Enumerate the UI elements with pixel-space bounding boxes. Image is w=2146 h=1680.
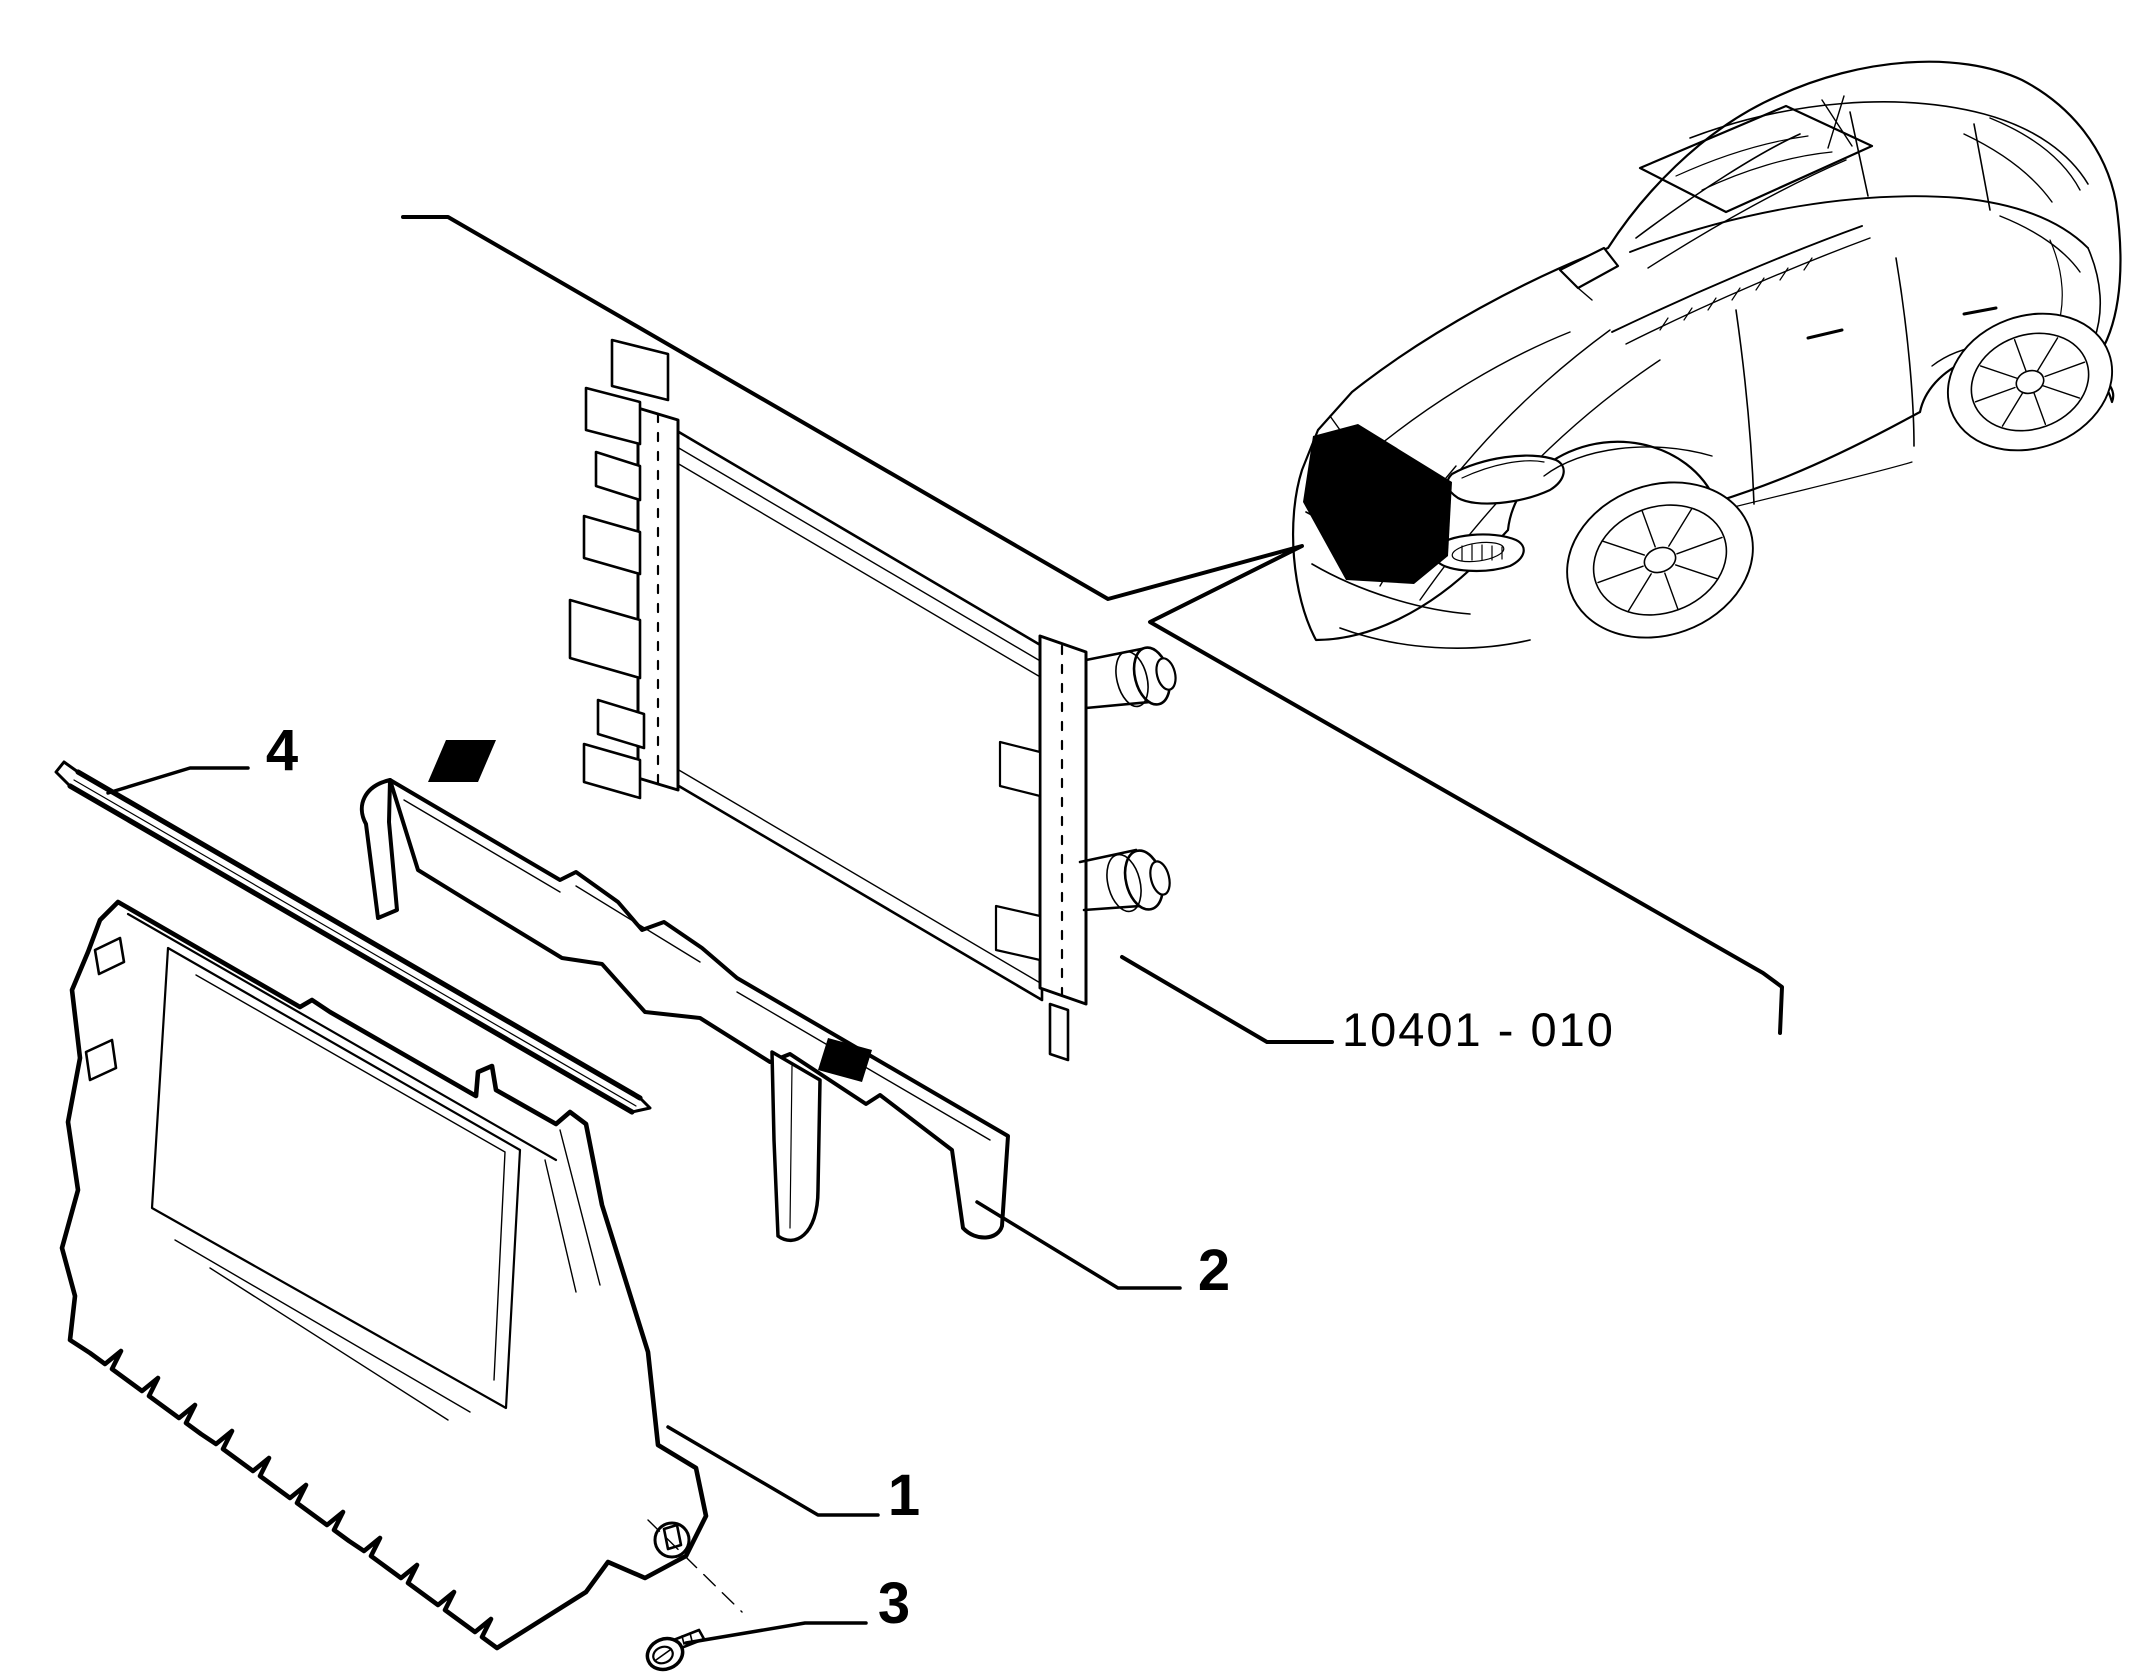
car-cowl-hatch [1659, 257, 1813, 331]
duct-rim-inner-line [126, 912, 558, 1162]
radiator-hose-port-upper [1084, 646, 1177, 710]
car-roof-side [1689, 101, 2089, 185]
car-beltline [1629, 195, 2089, 253]
car-fog-lamp [1430, 533, 1525, 573]
leader-callout-2 [975, 1200, 1182, 1290]
radiator-right-bracket [994, 634, 1177, 1062]
radiator-core-lines [671, 443, 1043, 985]
seal-strip [54, 760, 652, 1115]
car-trunk-line [2087, 247, 2102, 341]
duct-opening [150, 946, 522, 1410]
figure-code-leader [1120, 955, 1334, 1044]
callout-label-3[interactable]: 3 [878, 1571, 910, 1636]
callout-label-4[interactable]: 4 [266, 718, 298, 783]
radiator-hose-port-lower [1078, 848, 1171, 913]
car-front-wheel [1566, 481, 1754, 639]
callout-label-2[interactable]: 2 [1198, 1238, 1230, 1303]
upper-air-baffle [360, 740, 1010, 1242]
baffle-panel [388, 778, 1010, 1240]
duct-inner-lines [174, 974, 506, 1421]
car-rocker-line [1729, 461, 1913, 509]
duct-outline [59, 899, 709, 1651]
car-windshield-lines [1625, 159, 1871, 345]
baffle-center-leg-line [789, 1065, 793, 1229]
baffle-center-leg [770, 1050, 822, 1242]
car-headlight [1446, 454, 1565, 505]
leader-callout-3 [684, 1621, 868, 1645]
duct-left-tab-upper [93, 936, 126, 976]
car-rear-wheel [1946, 312, 2114, 452]
vehicle-thumbnail [1291, 60, 2122, 649]
fixing-screw [645, 1628, 706, 1672]
baffle-left-cap [360, 778, 399, 920]
radiator-left-bracket [568, 338, 680, 800]
grille-highlight-zone [1303, 424, 1452, 584]
leader-callout-4 [106, 766, 250, 795]
car-pillars [1849, 111, 1991, 211]
grille-highlight-tabs [1329, 415, 1457, 479]
callout-label-1[interactable]: 1 [888, 1463, 920, 1528]
screw-axis-dashed-line [647, 1519, 743, 1613]
leader-callout-1 [666, 1425, 880, 1517]
car-door-handles [1806, 306, 1998, 340]
radiator [568, 338, 1177, 1062]
car-cowl-line [1611, 225, 1863, 333]
car-mirror [1558, 246, 1620, 301]
vehicle-pointer-line [401, 215, 1784, 1035]
figure-code-label[interactable]: 10401 - 010 [1342, 1003, 1615, 1056]
car-sunroof [1638, 104, 1874, 214]
baffle-hatched-clip-left [428, 740, 496, 782]
duct-mount-boss [653, 1521, 691, 1559]
baffle-hatched-clip-right [818, 1038, 872, 1082]
car-a-pillar [1635, 133, 1801, 239]
duct-left-tab-lower [84, 1038, 118, 1082]
radiator-bottom-pin [1048, 1002, 1070, 1062]
air-duct-shroud [59, 899, 743, 1651]
car-antenna [1821, 95, 1853, 149]
duct-right-wall-lines [544, 1129, 601, 1293]
car-door-seams [1735, 257, 1915, 505]
car-rear-glass-lines [1963, 117, 2081, 273]
